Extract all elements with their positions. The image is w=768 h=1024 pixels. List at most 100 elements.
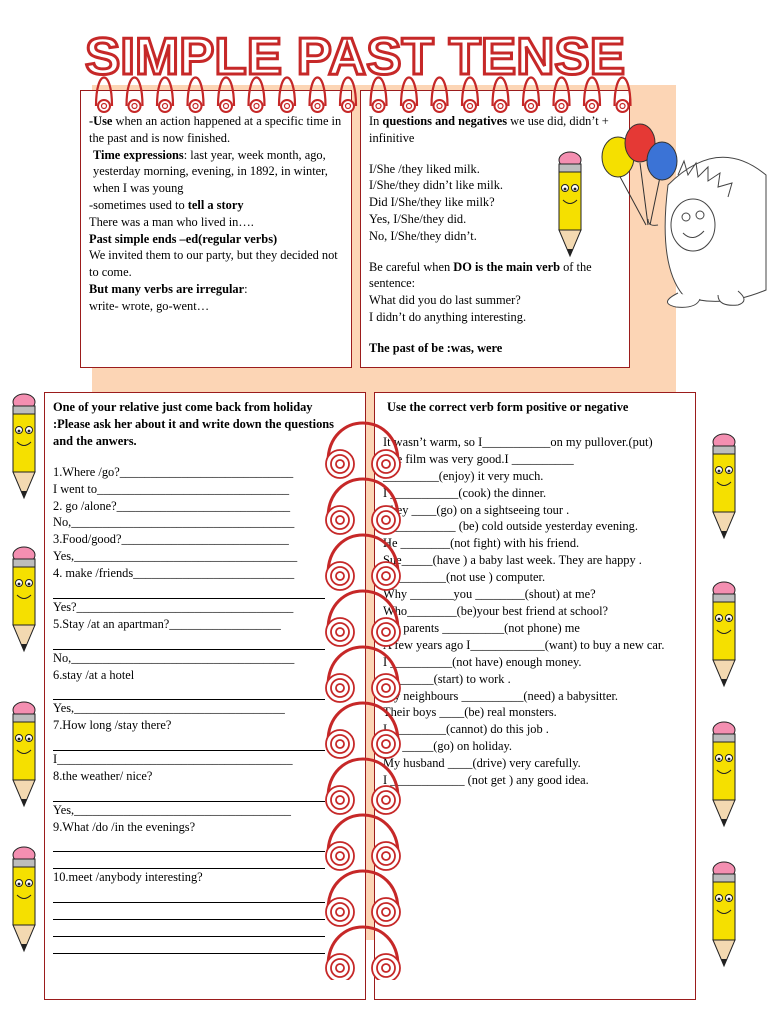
spacer [53, 450, 357, 464]
pencil-icon [712, 581, 736, 688]
exercise-line: I ___________(cook) the dinner. [383, 485, 547, 500]
questions-negatives-box: In questions and negatives we use did, d… [360, 90, 630, 368]
binder-ring [325, 813, 401, 871]
story-rule: -sometimes used to tell a story [89, 197, 343, 214]
answer-line[interactable] [53, 734, 325, 752]
binder-ring [399, 76, 419, 113]
hedgehog-balloons-illustration [601, 123, 767, 308]
exercise-line: My parents __________(not phone) me [383, 620, 580, 635]
exercise-2-heading: Use the correct verb form positive or ne… [387, 400, 629, 414]
pencil-icon [558, 151, 582, 258]
qn-example: I/She/they didn’t like milk. [369, 178, 503, 193]
qn-example: Did I/She/they like milk? [369, 195, 495, 210]
exercise-line: They ____(go) on a sightseeing tour . [383, 502, 570, 517]
exercise-1-box: One of your relative just come back from… [44, 392, 366, 1000]
exercise-line: 5.Stay /at an apartman?_________________… [53, 616, 281, 631]
binder-ring [552, 76, 571, 113]
qn-example: Yes, I/She/they did. [369, 211, 467, 226]
exercise-line: 1.Where /go?____________________________ [53, 464, 294, 479]
binder-ring [186, 76, 205, 113]
use-keyword: -Use [89, 114, 113, 128]
qn-example: I/She /they liked milk. [369, 161, 480, 176]
exercise-line: 9.What /do /in the evenings? [53, 819, 196, 834]
pencil-icon [12, 846, 36, 953]
exercise-1-heading: One of your relative just come back from… [53, 400, 334, 448]
binder-ring [325, 533, 401, 591]
page-title-text: SIMPLE PAST TENSE [85, 28, 625, 84]
qn-example: No, I/She/they didn’t. [369, 228, 477, 243]
middle-binder-rings [325, 421, 401, 980]
answer-line[interactable] [53, 836, 325, 853]
answer-line[interactable] [53, 920, 325, 937]
binder-ring [613, 76, 632, 113]
binder-ring [94, 76, 114, 113]
exercise-line: _________(enjoy) it very much. [383, 468, 544, 483]
binder-ring [325, 645, 401, 703]
exercise-line: 7.How long /stay there? [53, 718, 172, 733]
irregular-example: write- wrote, go-went… [89, 298, 210, 313]
answer-line[interactable] [53, 903, 325, 921]
be-note: The past of be :was, were [369, 340, 503, 355]
exercise-line: 3.Food/good?___________________________ [53, 532, 289, 547]
binder-ring [277, 76, 297, 113]
exercise-line: I ____________ (not get ) any good idea. [383, 773, 589, 788]
exercise-line: 8.the weather/ nice? [53, 768, 153, 783]
exercise-line: I _______(start) to work . [383, 671, 511, 686]
exercise-line: It __________ (be) cold outside yesterda… [383, 519, 638, 534]
exercise-line: Yes?___________________________________ [53, 599, 294, 614]
exercise-line: 6.stay /at a hotel [53, 667, 135, 682]
binder-ring [369, 76, 388, 113]
exercise-line: A few years ago I____________(want) to b… [383, 637, 665, 652]
exercise-1-lines: 1.Where /go?____________________________… [53, 464, 357, 954]
regular-example: We invited them to our party, but they d… [89, 248, 338, 280]
careful-example: What did you do last summer? [369, 293, 521, 308]
answer-line[interactable] [53, 633, 325, 650]
careful-text: of the sentence: [369, 259, 592, 291]
binder-ring [325, 589, 401, 647]
exercise-line: My neighbours __________(need) a babysit… [383, 688, 619, 703]
answer-line[interactable] [53, 582, 325, 599]
regular-heading: Past simple ends –ed(regular verbs) [89, 231, 278, 246]
exercise-2-box: Use the correct verb form positive or ne… [374, 392, 696, 1000]
binder-ring [325, 757, 401, 815]
pencil-icon [12, 393, 36, 500]
answer-line[interactable] [53, 683, 325, 701]
answer-line[interactable] [53, 886, 325, 904]
exercise-line: Their boys ____(be) real monsters. [383, 705, 557, 720]
irregular-colon: : [244, 281, 248, 296]
exercise-line: 2. go /alone?___________________________… [53, 498, 291, 513]
careful-rule: Be careful when DO is the main verb of t… [369, 259, 619, 293]
qn-intro: In questions and negatives we use did, d… [369, 113, 619, 147]
use-text: when an action happened at a specific ti… [89, 114, 342, 145]
careful-example: I didn’t do anything interesting. [369, 309, 527, 324]
pencil-icon [12, 701, 36, 808]
binder-ring [325, 421, 401, 479]
exercise-line: It wasn’t warm, so I___________on my pul… [383, 434, 653, 449]
pencil-icon [712, 433, 736, 540]
pencil-icon [712, 721, 736, 828]
answer-line[interactable] [53, 852, 325, 870]
top-binder-rings [94, 76, 632, 113]
binder-ring [155, 76, 175, 113]
exercise-line: Yes,___________________________________ [53, 802, 291, 817]
binder-ring [491, 76, 510, 113]
exercise-line: I _________(not use ) computer. [383, 570, 546, 585]
exercise-line: The film was very good.I __________ [383, 451, 574, 466]
irregular-rule: But many verbs are irregular: [89, 281, 343, 298]
binder-ring [325, 869, 401, 927]
pencil-icon [712, 861, 736, 968]
time-expressions-text: : last year, week month, ago, yesterday … [93, 147, 328, 196]
irregular-heading: But many verbs are irregular [89, 281, 245, 296]
qn-intro-keyword: questions and negatives [382, 114, 508, 128]
exercise-line: Sue_____(have ) a baby last week. They a… [383, 553, 642, 568]
theory-box: -Use when an action happened at a specif… [80, 90, 352, 368]
spacer [369, 326, 621, 340]
answer-line[interactable] [53, 785, 325, 802]
exercise-line: My husband ____(drive) very carefully. [383, 756, 581, 771]
binder-ring [521, 76, 541, 113]
answer-line[interactable] [53, 937, 325, 954]
qn-intro-pre: In [369, 114, 383, 128]
exercise-line: Yes,__________________________________ [53, 701, 285, 716]
exercise-line: 10.meet /anybody interesting? [53, 870, 203, 885]
binder-ring [325, 701, 401, 759]
